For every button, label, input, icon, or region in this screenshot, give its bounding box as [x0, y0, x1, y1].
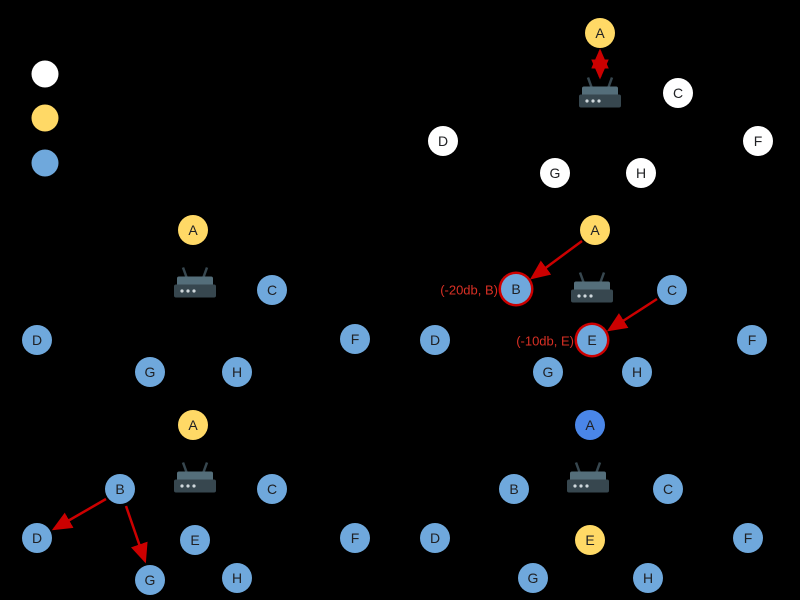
router-graphic — [174, 462, 216, 493]
router-graphic — [579, 77, 621, 108]
signal-arrow — [124, 505, 148, 564]
node-f: F — [743, 126, 773, 156]
node-f: F — [340, 523, 370, 553]
node-d: D — [420, 325, 450, 355]
rssi-label: (-20db, B) — [440, 282, 498, 298]
node-g: G — [533, 357, 563, 387]
router-icon — [172, 266, 218, 305]
node-g: G — [518, 563, 548, 593]
node-b: B — [499, 474, 529, 504]
legend-swatch-white — [31, 60, 59, 88]
router-graphic — [174, 267, 216, 298]
node-a: A — [178, 215, 208, 245]
node-g: G — [135, 565, 165, 595]
router-icon — [577, 76, 623, 115]
node-f: F — [733, 523, 763, 553]
node-g: G — [135, 357, 165, 387]
node-d: D — [22, 523, 52, 553]
node-a: A — [585, 18, 615, 48]
node-d: D — [22, 325, 52, 355]
signal-arrow — [606, 297, 658, 332]
node-e: E — [180, 525, 210, 555]
node-d: D — [420, 523, 450, 553]
signal-arrow — [51, 497, 107, 531]
node-e: E — [575, 525, 605, 555]
node-b: B — [105, 474, 135, 504]
node-a: A — [580, 215, 610, 245]
router-icon — [569, 271, 615, 310]
router-graphic — [567, 462, 609, 493]
legend-swatch-blue — [31, 149, 59, 177]
node-h: H — [222, 357, 252, 387]
router-graphic — [571, 272, 613, 303]
router-icon — [565, 461, 611, 500]
router-icon — [172, 461, 218, 500]
rssi-label: (-10db, E) — [516, 333, 574, 349]
node-e: E — [577, 325, 607, 355]
node-f: F — [737, 325, 767, 355]
node-c: C — [663, 78, 693, 108]
node-a: A — [575, 410, 605, 440]
node-c: C — [653, 474, 683, 504]
node-h: H — [633, 563, 663, 593]
node-c: C — [657, 275, 687, 305]
node-c: C — [257, 474, 287, 504]
node-h: H — [222, 563, 252, 593]
node-h: H — [626, 158, 656, 188]
node-g: G — [540, 158, 570, 188]
node-a: A — [178, 410, 208, 440]
node-c: C — [257, 275, 287, 305]
legend-swatch-yellow — [31, 104, 59, 132]
node-b: B — [501, 274, 531, 304]
node-f: F — [340, 324, 370, 354]
node-d: D — [428, 126, 458, 156]
node-h: H — [622, 357, 652, 387]
